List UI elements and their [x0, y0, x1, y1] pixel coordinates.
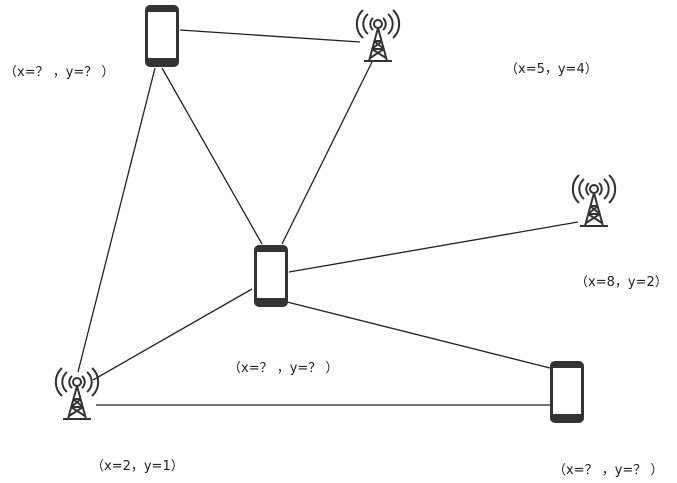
label-tower-right: （x=8，y=2） — [575, 275, 668, 290]
edge-phone-center-to-phone-bottom-right — [286, 301, 551, 369]
phone-bottom-right — [550, 361, 584, 423]
tower-right-icon — [571, 174, 617, 227]
nodes — [54, 5, 617, 423]
label-tower-top: （x=5，y=4） — [505, 62, 598, 77]
edge-phone-top-to-tower-bottom-left — [77, 67, 156, 373]
label-tower-bottom-left: （x=2，y=1） — [91, 459, 184, 474]
edge-phone-center-to-tower-right — [288, 221, 579, 273]
coordinate-labels: （x=？ ，y=？ ） （x=5，y=4） （x=8，y=2） （x=？ ，y=… — [4, 62, 668, 478]
edge-tower-top-to-phone-center — [281, 61, 373, 245]
phone-top — [145, 5, 179, 67]
label-phone-bottom-right: （x=？ ，y=？ ） — [553, 463, 663, 478]
tower-bottom-left-icon — [54, 367, 100, 420]
tower-top-icon — [355, 9, 401, 62]
edge-phone-top-to-tower-top — [179, 29, 361, 43]
edge-phone-center-to-tower-bottom-left — [92, 288, 253, 381]
label-phone-center: （x=？ ，y=？ ） — [228, 361, 338, 376]
edges — [77, 29, 579, 406]
edge-phone-top-to-phone-center — [161, 67, 263, 245]
phone-center — [254, 245, 288, 307]
label-phone-top: （x=？ ，y=？ ） — [4, 65, 114, 80]
